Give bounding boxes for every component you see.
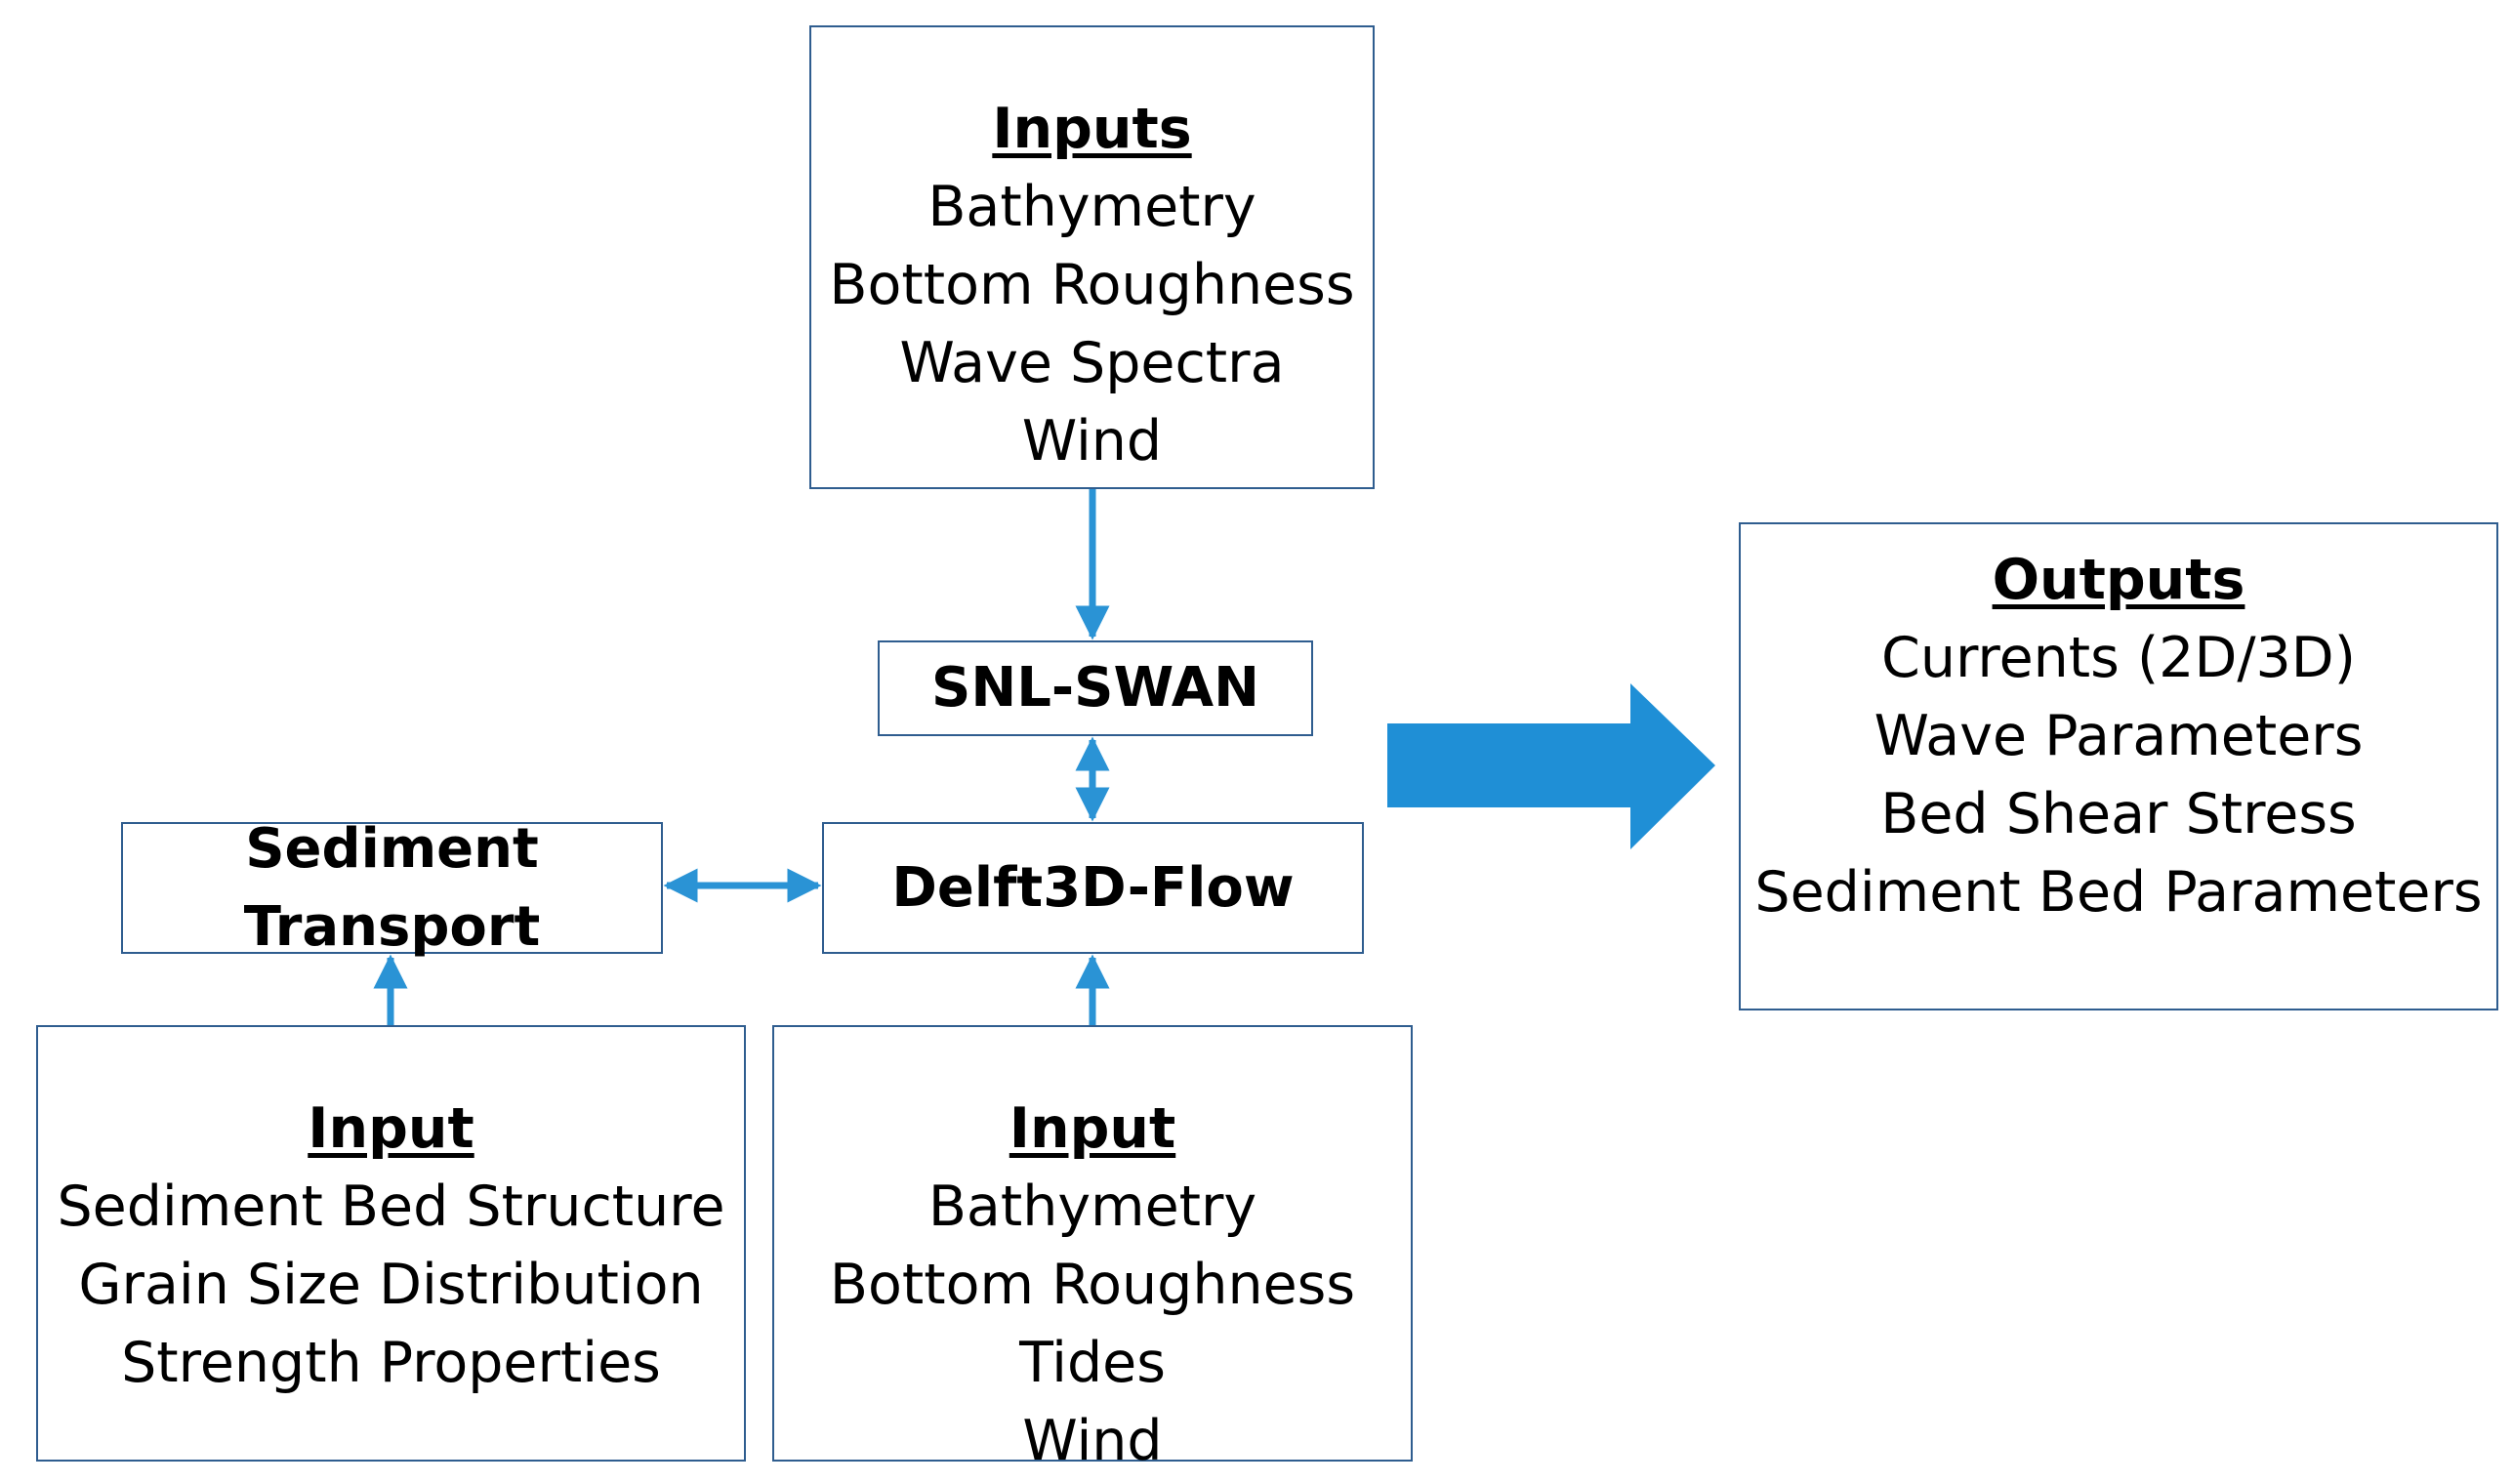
sediment-transport-box: Sediment Transport (121, 817, 663, 959)
outputs-item: Currents (2D/3D) (1881, 626, 2356, 690)
input-right-item: Wind (1022, 1409, 1163, 1473)
snl-swan-box: SNL-SWAN (878, 640, 1313, 736)
input-left-item: Sediment Bed Structure (57, 1175, 725, 1239)
outputs-item: Wave Parameters (1874, 704, 2364, 768)
sediment-transport-line2: Transport (243, 894, 541, 959)
outputs-heading: Outputs (1992, 548, 2245, 612)
input-left-box: Input Sediment Bed Structure Grain Size … (36, 1025, 746, 1462)
input-left-item: Strength Properties (121, 1331, 661, 1395)
inputs-top-item: Wind (1021, 409, 1163, 474)
inputs-top-item: Wave Spectra (899, 331, 1285, 395)
sediment-transport-line1: Sediment (245, 816, 539, 881)
input-left-heading: Input (308, 1096, 474, 1161)
input-left-item: Grain Size Distribution (78, 1253, 704, 1317)
outputs-item: Bed Shear Stress (1880, 782, 2357, 846)
input-right-item: Bottom Roughness (829, 1253, 1356, 1317)
outputs-item: Sediment Bed Parameters (1754, 860, 2483, 925)
outputs-box: Outputs Currents (2D/3D) Wave Parameters… (1739, 522, 2498, 1010)
delft3d-flow-box: Delft3D-Flow (822, 822, 1364, 954)
inputs-top-heading: Inputs (992, 97, 1192, 161)
input-right-item: Tides (1019, 1331, 1166, 1395)
input-right-box: Input Bathymetry Bottom Roughness Tides … (772, 1025, 1413, 1473)
inputs-top-box: Inputs Bathymetry Bottom Roughness Wave … (809, 25, 1375, 489)
big-arrow-to-outputs (1387, 683, 1715, 849)
delft3d-flow-label: Delft3D-Flow (891, 855, 1295, 920)
input-right-item: Bathymetry (927, 1175, 1257, 1239)
input-right-heading: Input (1009, 1096, 1176, 1161)
inputs-top-item: Bottom Roughness (829, 253, 1355, 317)
snl-swan-label: SNL-SWAN (931, 656, 1259, 720)
inputs-top-item: Bathymetry (927, 175, 1256, 239)
